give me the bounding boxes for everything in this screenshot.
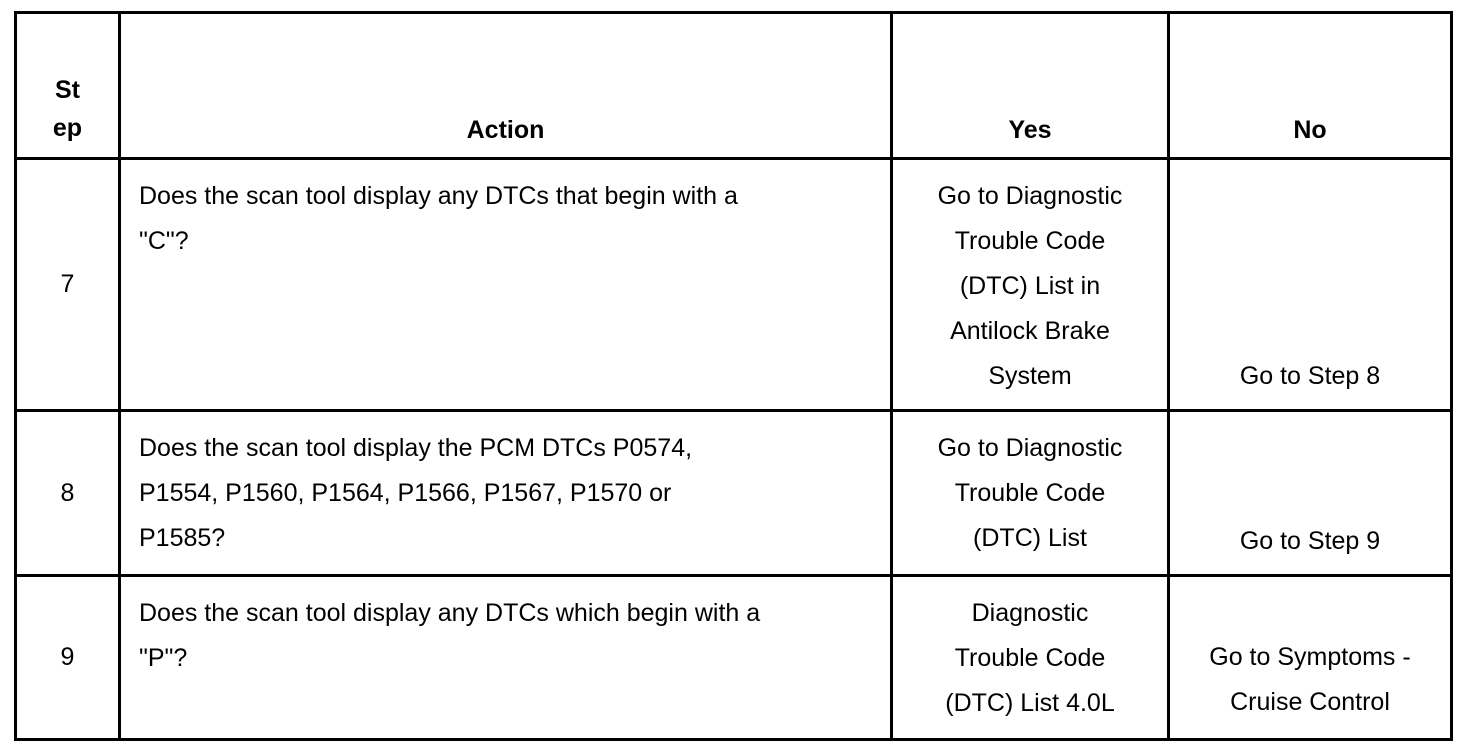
no-text: Cruise Control [1230,688,1390,716]
step-number: 7 [14,157,121,412]
yes-text: System [988,362,1072,390]
step-number: 9 [14,574,121,741]
header-yes: Yes [890,11,1170,160]
no-cell: Go to Step 9 [1167,409,1453,577]
yes-text: Antilock Brake [950,317,1110,345]
action-text: Does the scan tool display the PCM DTCs … [139,434,693,462]
header-step-line: ep [52,114,83,142]
yes-text: Go to Diagnostic [937,182,1123,210]
action-text: "P"? [139,644,188,672]
no-text: Go to Symptoms - [1209,643,1411,671]
diagnostic-table: St ep Action Yes No 7 Does the scan tool… [14,11,1453,741]
header-no: No [1167,11,1453,160]
yes-text: Trouble Code [954,644,1106,672]
action-text: "C"? [139,227,189,255]
yes-text: (DTC) List 4.0L [945,689,1115,717]
action-text: P1554, P1560, P1564, P1566, P1567, P1570… [139,479,672,507]
action-text: Does the scan tool display any DTCs that… [139,182,738,210]
action-cell: Does the scan tool display the PCM DTCs … [118,409,893,577]
yes-cell: Diagnostic Trouble Code (DTC) List 4.0L [890,574,1170,741]
step-number: 8 [14,409,121,577]
header-action: Action [118,11,893,160]
yes-text: Trouble Code [954,227,1106,255]
action-text: Does the scan tool display any DTCs whic… [139,599,761,627]
yes-text: Go to Diagnostic [937,434,1123,462]
yes-text: (DTC) List in [959,272,1101,300]
yes-text: Diagnostic [971,599,1089,627]
yes-text: Trouble Code [954,479,1106,507]
table-row: 9 Does the scan tool display any DTCs wh… [14,574,1453,741]
yes-text: (DTC) List [973,524,1087,552]
yes-cell: Go to Diagnostic Trouble Code (DTC) List… [890,157,1170,412]
no-text: Go to Step 9 [1239,527,1381,555]
header-step-line: St [55,76,80,104]
no-cell: Go to Step 8 [1167,157,1453,412]
table-row: 7 Does the scan tool display any DTCs th… [14,157,1453,412]
header-step: St ep [14,11,121,160]
no-text: Go to Step 8 [1239,362,1381,390]
yes-cell: Go to Diagnostic Trouble Code (DTC) List [890,409,1170,577]
action-text: P1585? [139,524,226,552]
table-row: 8 Does the scan tool display the PCM DTC… [14,409,1453,577]
table-header-row: St ep Action Yes No [14,11,1453,160]
action-cell: Does the scan tool display any DTCs that… [118,157,893,412]
action-cell: Does the scan tool display any DTCs whic… [118,574,893,741]
no-cell: Go to Symptoms - Cruise Control [1167,574,1453,741]
